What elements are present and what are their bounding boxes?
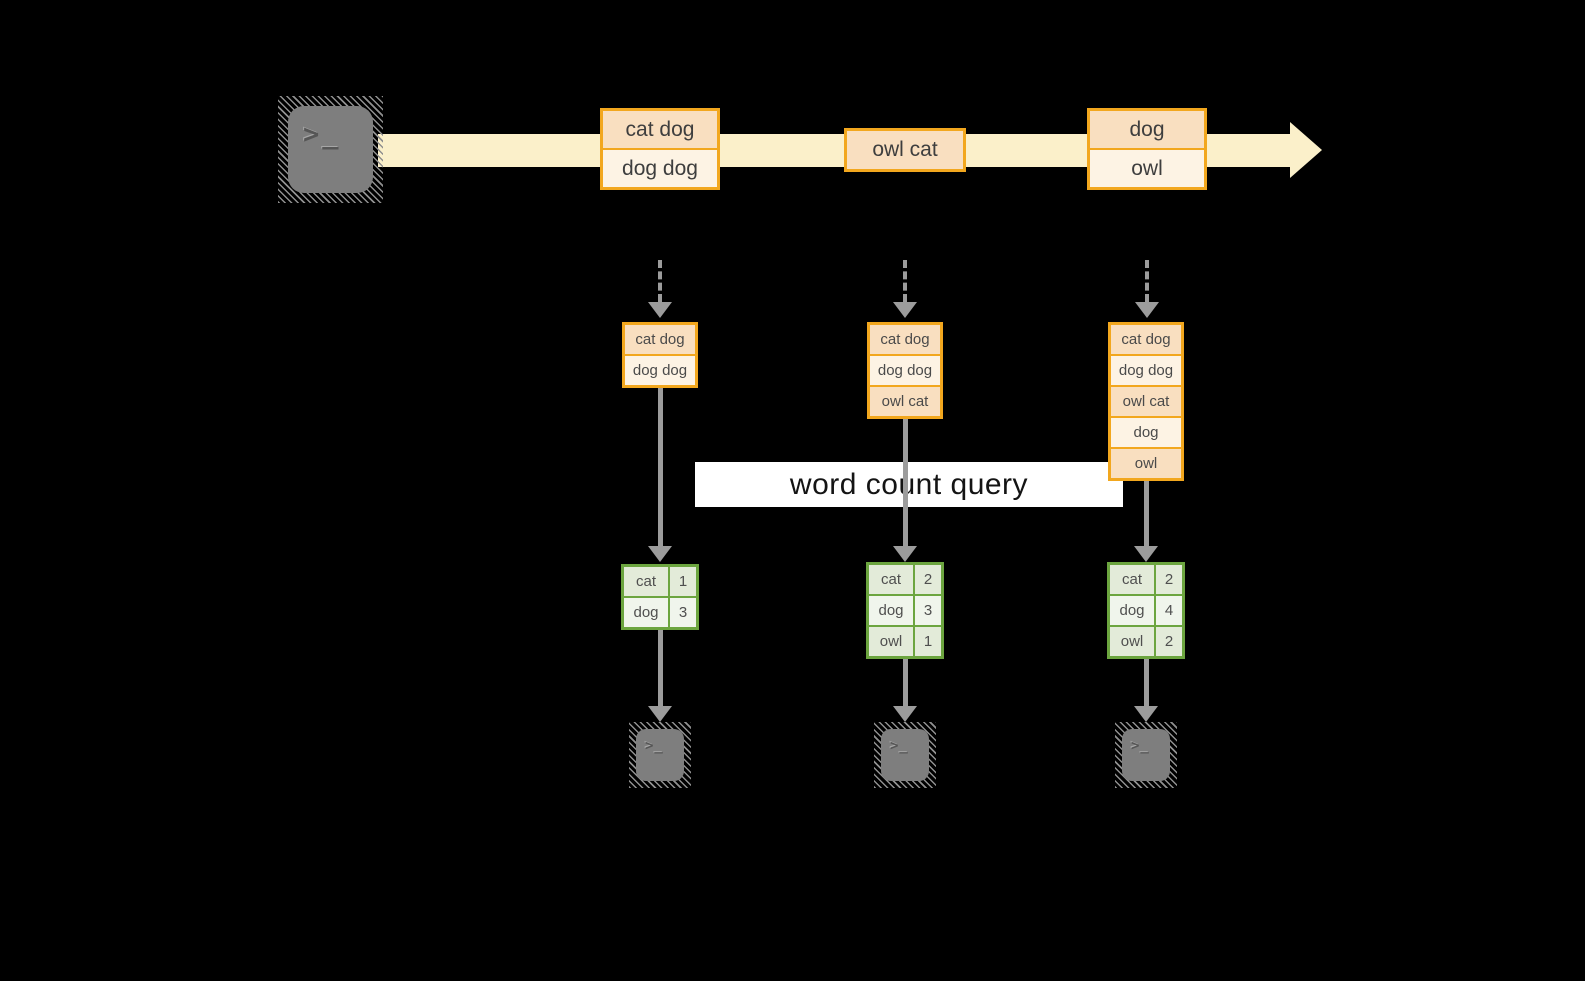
count-row: owl 2 <box>1110 627 1182 656</box>
arrow-head <box>893 546 917 562</box>
dashed-arrow-head <box>893 302 917 318</box>
count-table-1: cat 1 dog 3 <box>621 564 699 630</box>
count-word: owl <box>869 627 913 656</box>
buffer-stack-1: cat dog dog dog <box>622 322 698 388</box>
event-record: owl cat <box>847 131 963 169</box>
terminal-prompt-icon: >_ <box>890 738 909 754</box>
event-record: cat dog <box>603 111 717 148</box>
count-row: cat 2 <box>1110 565 1182 594</box>
arrow-head <box>648 546 672 562</box>
terminal-body: >_ <box>881 729 929 781</box>
count-word: dog <box>869 596 913 625</box>
sink-terminal-icon-3: >_ <box>1115 722 1177 788</box>
buffer-item: dog dog <box>625 356 695 385</box>
arrow-head <box>1134 546 1158 562</box>
count-value: 3 <box>915 596 941 625</box>
count-row: dog 3 <box>869 596 941 625</box>
arrow-head <box>648 706 672 722</box>
buffer-item: dog dog <box>1111 356 1181 385</box>
count-row: dog 4 <box>1110 596 1182 625</box>
dashed-arrow-shaft <box>1145 260 1149 302</box>
count-row: cat 2 <box>869 565 941 594</box>
buffer-stack-2: cat dog dog dog owl cat <box>867 322 943 419</box>
count-value: 3 <box>670 598 696 627</box>
count-value: 2 <box>1156 627 1182 656</box>
arrow-shaft <box>658 630 663 706</box>
arrow-head <box>893 706 917 722</box>
terminal-prompt-icon: >_ <box>1131 738 1150 754</box>
terminal-prompt-icon: >_ <box>645 738 664 754</box>
event-record: owl <box>1090 150 1204 187</box>
sink-terminal-icon-1: >_ <box>629 722 691 788</box>
count-table-3: cat 2 dog 4 owl 2 <box>1107 562 1185 659</box>
buffer-stack-3: cat dog dog dog owl cat dog owl <box>1108 322 1184 481</box>
buffer-item: cat dog <box>625 325 695 354</box>
arrow-head <box>1134 706 1158 722</box>
terminal-body: >_ <box>1122 729 1170 781</box>
arrow-shaft <box>1144 659 1149 706</box>
count-value: 2 <box>1156 565 1182 594</box>
event-record: dog <box>1090 111 1204 148</box>
count-value: 1 <box>915 627 941 656</box>
stream-event-box-2: owl cat <box>844 128 966 172</box>
arrow-shaft <box>658 388 663 546</box>
dashed-arrow-shaft <box>903 260 907 302</box>
count-word: cat <box>624 567 668 596</box>
stream-arrowhead <box>1290 122 1322 178</box>
terminal-body: >_ <box>636 729 684 781</box>
buffer-item: owl <box>1111 449 1181 478</box>
buffer-item: owl cat <box>870 387 940 416</box>
count-word: cat <box>1110 565 1154 594</box>
stream-event-box-1: cat dog dog dog <box>600 108 720 190</box>
terminal-prompt-icon: >_ <box>303 119 342 150</box>
buffer-item: cat dog <box>870 325 940 354</box>
stream-event-box-3: dog owl <box>1087 108 1207 190</box>
buffer-item: owl cat <box>1111 387 1181 416</box>
count-row: cat 1 <box>624 567 696 596</box>
buffer-item: dog dog <box>870 356 940 385</box>
count-row: dog 3 <box>624 598 696 627</box>
count-value: 2 <box>915 565 941 594</box>
event-record: dog dog <box>603 150 717 187</box>
count-table-2: cat 2 dog 3 owl 1 <box>866 562 944 659</box>
dashed-arrow-head <box>1135 302 1159 318</box>
query-banner: word count query <box>695 462 1123 507</box>
count-value: 1 <box>670 567 696 596</box>
count-value: 4 <box>1156 596 1182 625</box>
arrow-shaft <box>903 419 908 546</box>
arrow-shaft <box>1144 481 1149 546</box>
source-terminal-icon: >_ <box>278 96 383 203</box>
terminal-body: >_ <box>288 106 373 193</box>
count-word: cat <box>869 565 913 594</box>
count-word: dog <box>624 598 668 627</box>
count-word: dog <box>1110 596 1154 625</box>
count-word: owl <box>1110 627 1154 656</box>
dashed-arrow-shaft <box>658 260 662 302</box>
dashed-arrow-head <box>648 302 672 318</box>
buffer-item: dog <box>1111 418 1181 447</box>
buffer-item: cat dog <box>1111 325 1181 354</box>
arrow-shaft <box>903 659 908 706</box>
sink-terminal-icon-2: >_ <box>874 722 936 788</box>
count-row: owl 1 <box>869 627 941 656</box>
